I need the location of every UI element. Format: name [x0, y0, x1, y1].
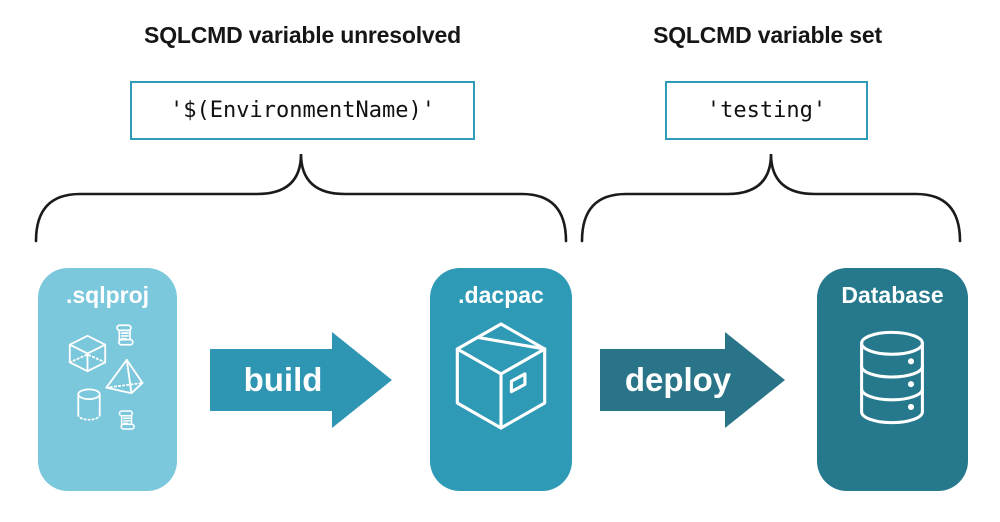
code-box-testing-value: 'testing'	[665, 81, 868, 140]
cube-icon	[67, 332, 108, 380]
pyramid-icon	[103, 358, 145, 400]
node-database-title: Database	[841, 282, 944, 308]
curly-brace-right	[578, 150, 964, 250]
deploy-arrow-label: deploy	[624, 361, 732, 398]
node-dacpac-title: .dacpac	[458, 282, 544, 308]
brace-path	[34, 153, 568, 243]
node-database: Database	[817, 268, 968, 491]
heading-sqlcmd-set: SQLCMD variable set	[653, 22, 882, 48]
build-arrow-label: build	[243, 361, 323, 398]
node-dacpac: .dacpac	[430, 268, 572, 491]
build-arrow-shape	[210, 332, 392, 428]
curly-brace-left	[32, 150, 570, 250]
deploy-arrow: deploy	[600, 332, 785, 428]
package-icon	[449, 318, 553, 439]
scroll-icon	[113, 408, 138, 437]
deploy-arrow-shape	[600, 332, 785, 428]
scroll-icon	[110, 322, 137, 353]
node-sqlproj: .sqlproj	[38, 268, 177, 491]
heading-sqlcmd-unresolved: SQLCMD variable unresolved	[144, 22, 461, 48]
code-box-environment-variable: '$(EnvironmentName)'	[130, 81, 475, 140]
database-icon	[854, 330, 930, 430]
cylinder-icon	[75, 388, 103, 427]
brace-path	[580, 153, 962, 243]
node-sqlproj-title: .sqlproj	[65, 282, 150, 308]
build-arrow: build	[210, 332, 392, 428]
